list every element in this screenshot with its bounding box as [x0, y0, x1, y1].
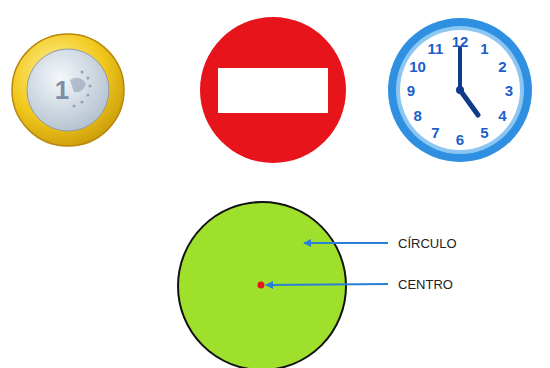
clock-number: 8 — [413, 106, 421, 123]
clock-number: 12 — [452, 33, 469, 50]
leader-arrow — [304, 242, 388, 244]
clock-number: 10 — [409, 57, 426, 74]
clock — [388, 18, 532, 162]
clock-number: 7 — [431, 124, 439, 141]
clock-number: 4 — [498, 106, 506, 123]
clock-number: 5 — [480, 124, 488, 141]
figure-label: CÍRCULO — [398, 236, 457, 251]
clock-number: 11 — [428, 39, 444, 56]
leader-arrow — [266, 284, 388, 285]
clock-number: 3 — [505, 82, 513, 99]
coin-value: 1 — [55, 75, 69, 106]
clock-number: 1 — [480, 39, 488, 56]
clock-number: 9 — [407, 82, 415, 99]
figure-label: CENTRO — [398, 277, 453, 292]
euro-coin — [12, 34, 124, 146]
clock-number: 6 — [456, 131, 464, 148]
no-entry-sign — [200, 17, 346, 163]
clock-number: 2 — [498, 57, 506, 74]
